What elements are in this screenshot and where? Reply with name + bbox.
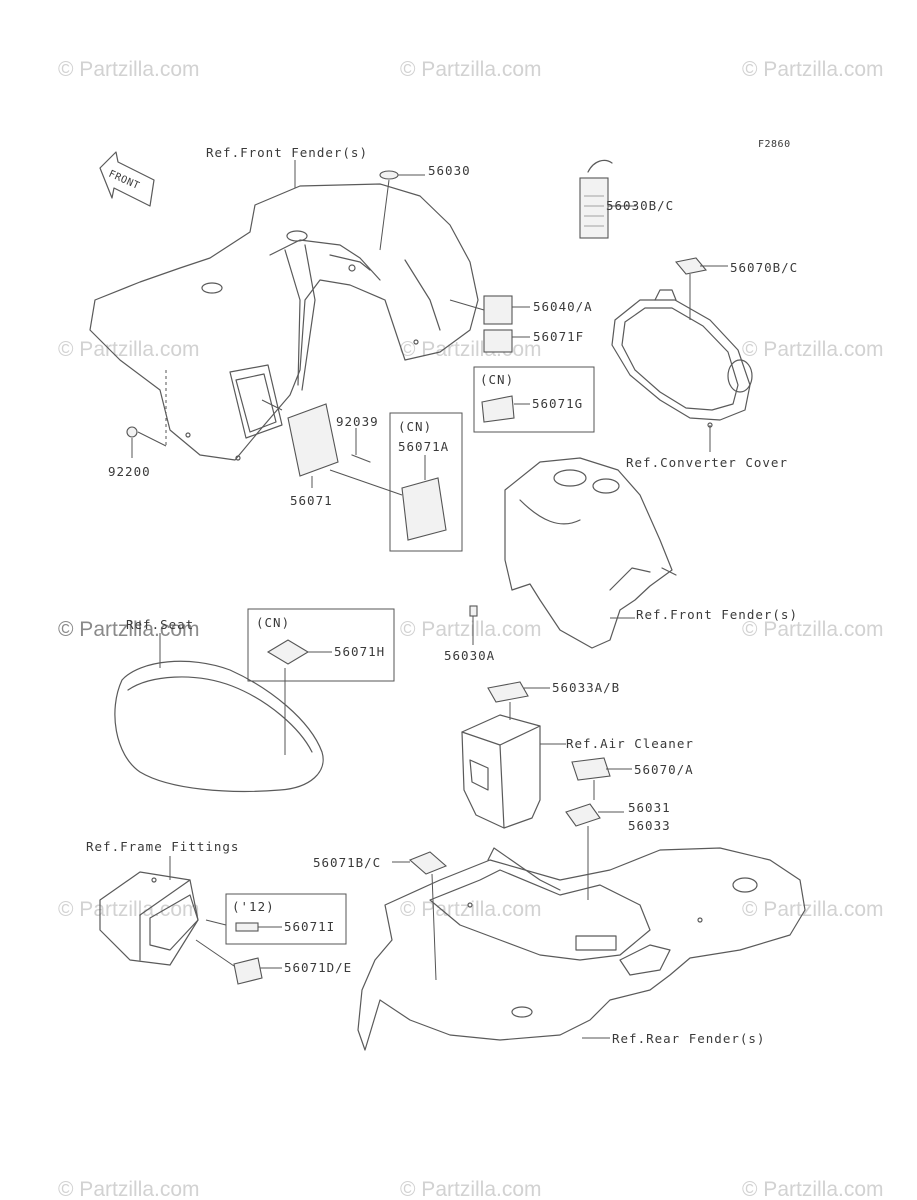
leader-line [329, 469, 403, 496]
ref-air-cleaner-label: Ref.Air Cleaner [566, 736, 694, 751]
part-56070bc-label[interactable]: 56070B/C [730, 260, 798, 275]
watermark-text: © Partzilla.com [400, 898, 542, 921]
part-56070bc-decal[interactable] [674, 257, 708, 275]
watermark-text: © Partzilla.com [742, 618, 884, 641]
cn-tag: (CN) [398, 419, 432, 434]
watermark-text: © Partzilla.com [58, 618, 200, 641]
part-56071de-label[interactable]: 56071D/E [284, 960, 352, 975]
leader-line [205, 919, 227, 926]
part-56071a-label[interactable]: 56071A [398, 439, 449, 454]
part-56071i-label[interactable]: 56071I [284, 919, 335, 934]
part-56033-label[interactable]: 56033 [628, 818, 671, 833]
part-56040a-decal[interactable] [483, 295, 513, 325]
inner-front-fender-drawing [504, 457, 677, 649]
watermark-text: © Partzilla.com [400, 618, 542, 641]
ref-converter-cover-label: Ref.Converter Cover [626, 455, 788, 470]
watermark-text: © Partzilla.com [742, 338, 884, 361]
ref-rear-fender-label: Ref.Rear Fender(s) [612, 1031, 765, 1046]
ref-front-fender-label: Ref.Front Fender(s) [206, 145, 368, 160]
leader-line [449, 299, 485, 311]
leader-line [379, 179, 390, 251]
part-56033ab-decal[interactable] [487, 681, 529, 703]
converter-cover-drawing [611, 289, 753, 428]
part-56030-decal[interactable] [379, 170, 399, 180]
part-92200-label[interactable]: 92200 [108, 464, 151, 479]
part-56071g-label[interactable]: 56071G [532, 396, 583, 411]
front-fender-drawing [89, 183, 479, 461]
front-arrow-icon: FRONT [99, 151, 155, 207]
part-56071bc-label[interactable]: 56071B/C [313, 855, 381, 870]
cn-tag: (CN) [256, 615, 290, 630]
watermark-text: © Partzilla.com [742, 898, 884, 921]
ref-seat-label: Ref.Seat [126, 617, 194, 632]
part-56030bc-label[interactable]: 56030B/C [606, 198, 674, 213]
leader-line [431, 873, 437, 981]
part-56071-decal[interactable] [287, 403, 339, 477]
cn-tag: (CN) [480, 372, 514, 387]
part-56071i-decal[interactable] [235, 922, 259, 932]
leader-line [195, 939, 235, 967]
part-56030a-decal[interactable] [469, 605, 478, 617]
part-56030a-label[interactable]: 56030A [444, 648, 495, 663]
ref-front-fender-inner-label: Ref.Front Fender(s) [636, 607, 798, 622]
front-arrow-label: FRONT [107, 169, 141, 192]
watermark-text: © Partzilla.com [400, 338, 542, 361]
part-56070a-label[interactable]: 56070/A [634, 762, 694, 777]
part-56071f-label[interactable]: 56071F [533, 329, 584, 344]
part-56071h-label[interactable]: 56071H [334, 644, 385, 659]
part-56033ab-label[interactable]: 56033A/B [552, 680, 620, 695]
part-56031-decal[interactable] [565, 803, 601, 827]
part-56031-label[interactable]: 56031 [628, 800, 671, 815]
rear-fender-drawing [357, 847, 806, 1051]
air-cleaner-drawing [461, 714, 541, 829]
seat-drawing [114, 660, 324, 793]
watermark-text: © Partzilla.com [58, 1178, 200, 1200]
watermark-text: © Partzilla.com [742, 1178, 884, 1200]
cn-box-56071a [389, 412, 463, 552]
part-56071bc-decal[interactable] [408, 851, 448, 875]
watermark-text: © Partzilla.com [400, 1178, 542, 1200]
ref-frame-fittings-label: Ref.Frame Fittings [86, 839, 239, 854]
watermark-text: © Partzilla.com [742, 58, 884, 81]
watermark-text: © Partzilla.com [400, 58, 542, 81]
cn-box-56071g [473, 366, 595, 433]
part-92200-drawing[interactable] [126, 426, 138, 438]
watermark-text: © Partzilla.com [58, 58, 200, 81]
watermark-text: © Partzilla.com [58, 338, 200, 361]
year-box-56071i [225, 893, 347, 945]
cn-box-56071h [247, 608, 395, 682]
part-56070a-decal[interactable] [571, 757, 611, 781]
figure-code: F2860 [758, 139, 791, 150]
part-56040a-label[interactable]: 56040/A [533, 299, 593, 314]
part-56071g-decal[interactable] [481, 395, 515, 423]
frame-fittings-drawing [99, 871, 199, 966]
part-56030-label[interactable]: 56030 [428, 163, 471, 178]
part-56071-label[interactable]: 56071 [290, 493, 333, 508]
part-56071f-decal[interactable] [483, 329, 513, 353]
part-56071a-decal[interactable] [401, 477, 447, 541]
part-92039-drawing[interactable] [351, 454, 371, 463]
part-56030bc-tag[interactable] [579, 159, 613, 239]
part-56071h-decal[interactable] [266, 639, 310, 665]
year-tag: ('12) [232, 899, 275, 914]
watermark-layer: © Partzilla.com © Partzilla.com © Partzi… [58, 58, 884, 1200]
leader-line [137, 431, 167, 447]
leader-line [261, 399, 283, 411]
part-56071de-decal[interactable] [233, 957, 263, 985]
watermark-text: © Partzilla.com [58, 898, 200, 921]
part-92039-label[interactable]: 92039 [336, 414, 379, 429]
